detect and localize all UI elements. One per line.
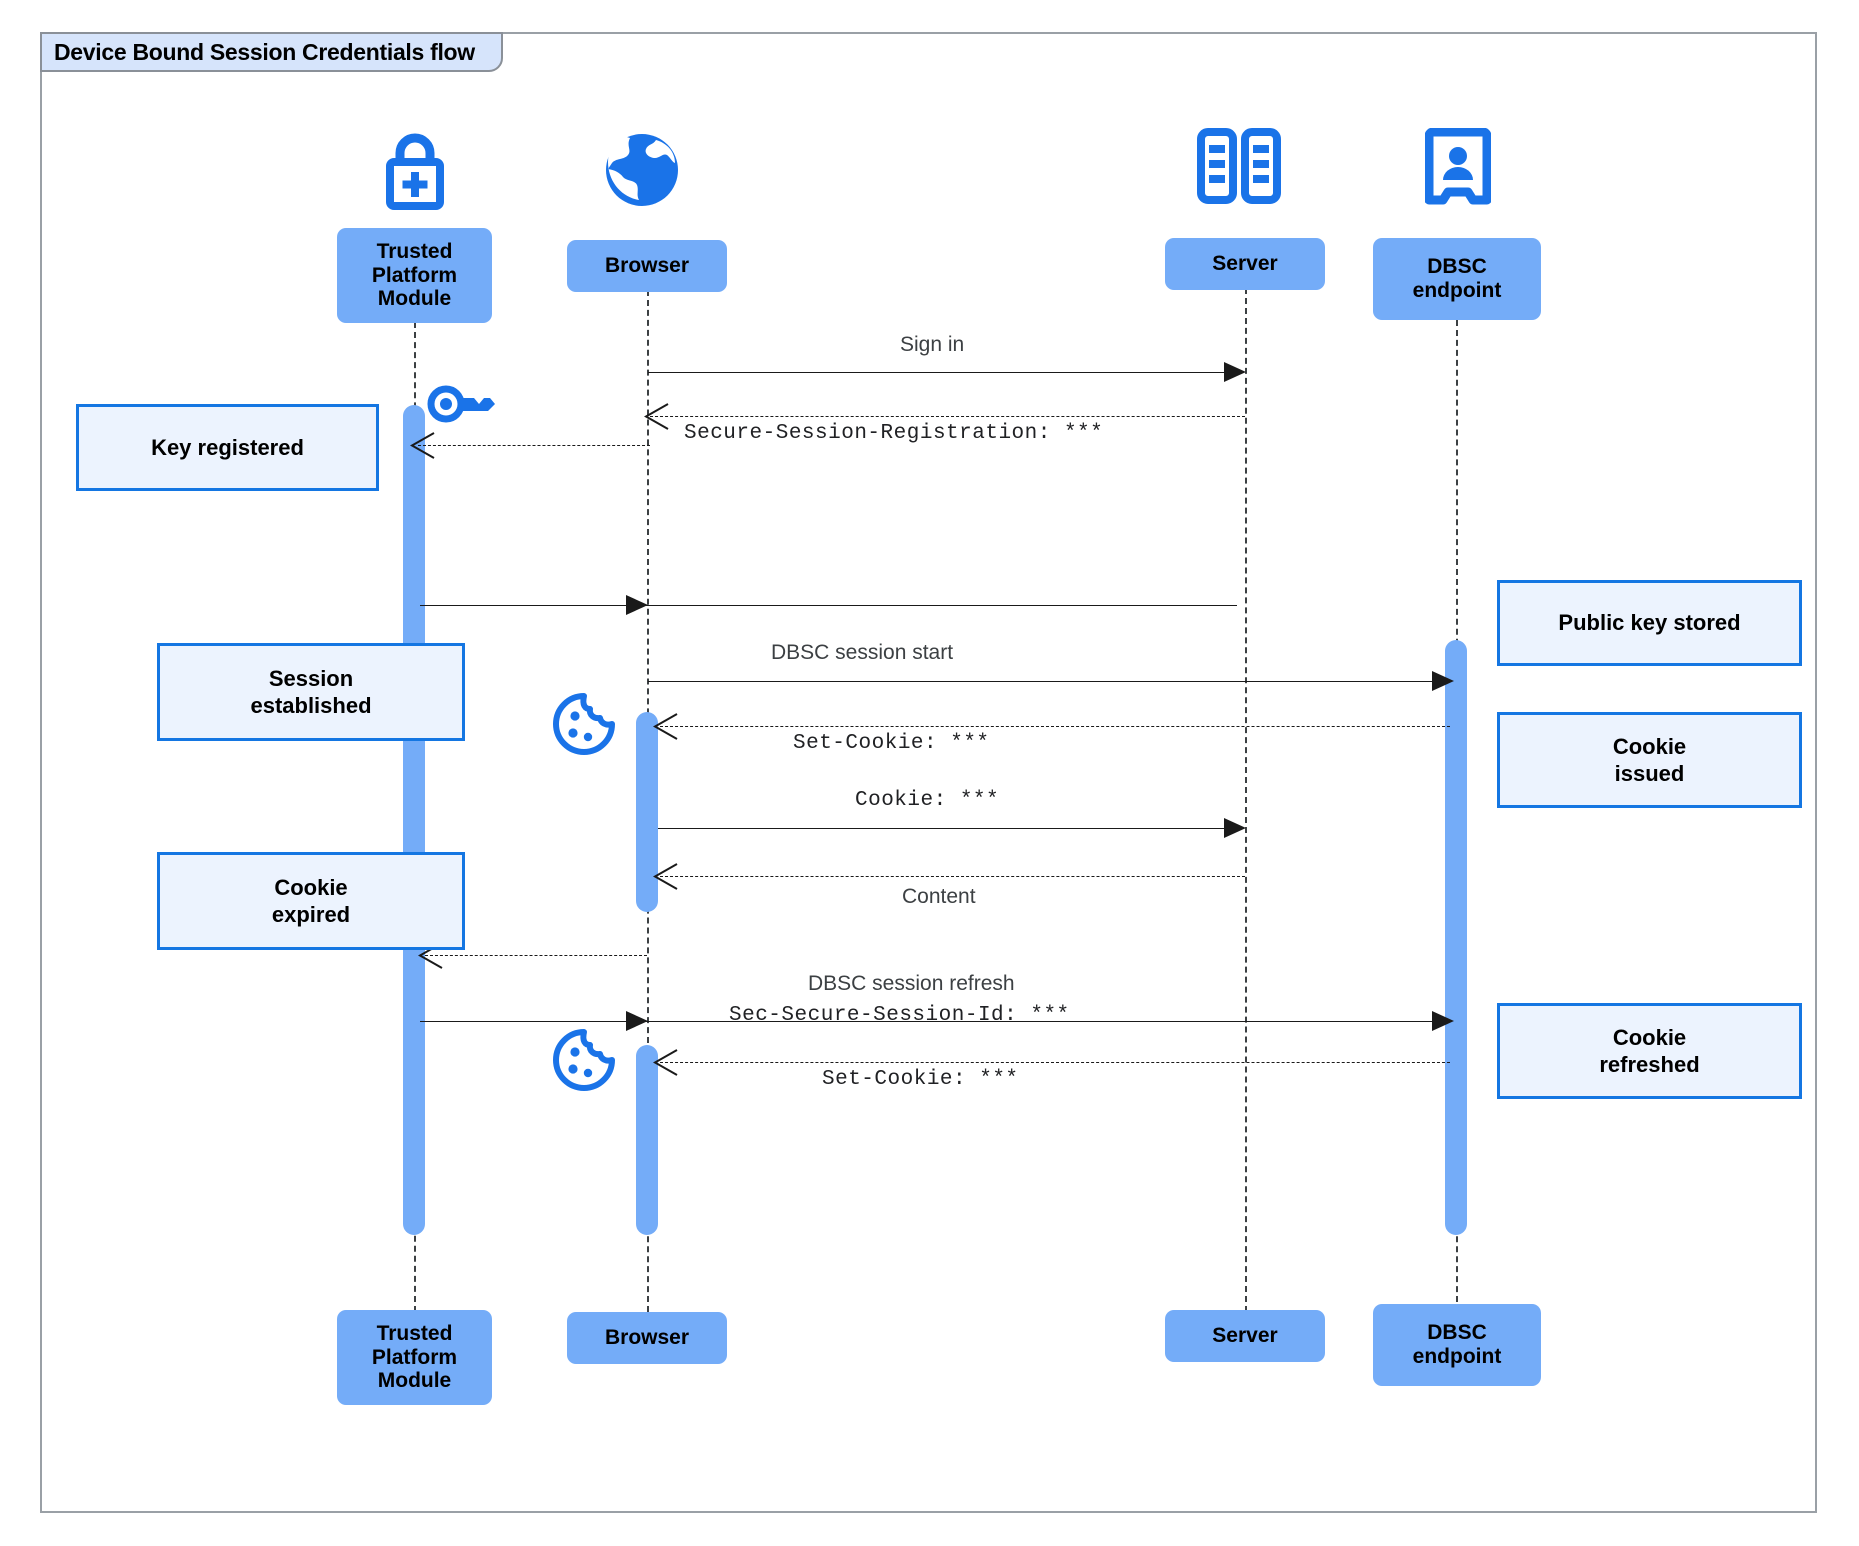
arrowhead-right	[626, 594, 650, 616]
message-label-set-cookie-1: Set-Cookie: ***	[793, 732, 990, 755]
cookie-icon	[551, 1028, 617, 1097]
note-text: Key registered	[151, 434, 304, 460]
message-label-set-cookie-2: Set-Cookie: ***	[822, 1068, 1019, 1091]
diagram-title: Device Bound Session Credentials flow	[54, 38, 475, 65]
message-line-tpm-to-browser-key	[420, 605, 1237, 606]
note-cookie-expired: Cookie expired	[157, 852, 465, 950]
participant-bottom-dbsc[interactable]: DBSC endpoint	[1373, 1304, 1541, 1386]
participant-top-server[interactable]: Server	[1165, 238, 1325, 290]
message-line-register-key-to-tpm	[418, 445, 650, 446]
message-line-cookie	[658, 828, 1238, 829]
message-line-set-cookie-2	[660, 1062, 1450, 1063]
lifeline-server	[1245, 288, 1247, 1312]
message-line-sign-in	[648, 372, 1236, 373]
participant-label-line: Browser	[604, 1326, 690, 1350]
arrowhead-right	[1432, 1010, 1456, 1032]
arrowhead-left-open	[653, 1049, 679, 1077]
message-label-sec-secure-session-id: Sec-Secure-Session-Id: ***	[729, 1004, 1070, 1027]
message-line-set-cookie-1	[660, 726, 1450, 727]
id-badge-icon	[1424, 127, 1492, 213]
participant-bottom-server[interactable]: Server	[1165, 1310, 1325, 1362]
server-rack-icon	[1195, 128, 1283, 211]
note-text: expired	[271, 902, 351, 927]
participant-bottom-browser[interactable]: Browser	[567, 1312, 727, 1364]
participant-label-line: DBSC	[1427, 255, 1487, 279]
participant-label-line: DBSC	[1427, 1321, 1487, 1345]
diagram-frame-tab: Device Bound Session Credentials flow	[40, 32, 503, 72]
participant-label-line: Browser	[604, 254, 690, 278]
message-line-content	[660, 876, 1245, 877]
message-label-sign-in: Sign in	[900, 333, 965, 356]
key-icon	[427, 382, 499, 435]
note-session-established: Session established	[157, 643, 465, 741]
note-text: Public key stored	[1558, 610, 1741, 636]
note-text: refreshed	[1599, 1052, 1700, 1077]
message-label-secure-session-registration: Secure-Session-Registration: ***	[684, 422, 1104, 445]
participant-label-line: Module	[377, 1369, 452, 1393]
cookie-icon	[551, 692, 617, 761]
activation-bar-dbsc	[1445, 640, 1467, 1235]
note-public-key-stored: Public key stored	[1497, 580, 1802, 666]
globe-icon	[600, 128, 684, 217]
participant-bottom-tpm[interactable]: Trusted Platform Module	[337, 1310, 492, 1405]
arrowhead-right	[1224, 361, 1248, 383]
note-text: established	[250, 693, 372, 718]
message-line-browser-to-tpm-refresh	[425, 955, 647, 956]
participant-top-tpm[interactable]: Trusted Platform Module	[337, 228, 492, 323]
message-label-content: Content	[902, 885, 976, 908]
note-text: issued	[1614, 761, 1685, 786]
note-text: Session	[268, 665, 354, 691]
message-line-secure-session-registration	[650, 416, 1245, 417]
arrowhead-left-open	[644, 403, 670, 431]
arrowhead-right	[1224, 817, 1248, 839]
lock-plus-icon	[374, 128, 456, 221]
activation-bar-browser-1	[636, 712, 658, 912]
arrowhead-right	[1432, 670, 1456, 692]
arrowhead-right	[626, 1010, 650, 1032]
note-cookie-issued: Cookie issued	[1497, 712, 1802, 808]
participant-label-line: Platform	[371, 263, 458, 287]
message-line-dbsc-session-refresh	[420, 1021, 1448, 1022]
arrowhead-left-open	[653, 863, 679, 891]
arrowhead-left-open	[653, 713, 679, 741]
participant-top-dbsc[interactable]: DBSC endpoint	[1373, 238, 1541, 320]
message-label-dbsc-session-refresh: DBSC session refresh	[808, 972, 1015, 995]
message-line-dbsc-session-start	[648, 681, 1448, 682]
participant-label-line: Trusted	[376, 240, 453, 264]
activation-bar-browser-2	[636, 1045, 658, 1235]
note-key-registered: Key registered	[76, 404, 379, 491]
arrowhead-left-open	[410, 432, 436, 460]
message-label-cookie: Cookie: ***	[855, 789, 1000, 812]
participant-label-line: Module	[377, 287, 452, 311]
note-cookie-refreshed: Cookie refreshed	[1497, 1003, 1802, 1099]
participant-top-browser[interactable]: Browser	[567, 240, 727, 292]
note-text: Cookie	[1612, 1024, 1687, 1050]
participant-label-line: Server	[1212, 252, 1278, 276]
participant-label-line: Server	[1212, 1324, 1278, 1348]
message-label-dbsc-session-start: DBSC session start	[771, 641, 954, 664]
participant-label-line: Trusted	[376, 1322, 453, 1346]
participant-label-line: endpoint	[1412, 279, 1502, 302]
participant-label-line: endpoint	[1412, 1345, 1502, 1368]
activation-bar-tpm	[403, 405, 425, 1235]
note-text: Cookie	[274, 874, 348, 900]
participant-label-line: Platform	[371, 1345, 458, 1369]
note-text: Cookie	[1612, 733, 1687, 759]
